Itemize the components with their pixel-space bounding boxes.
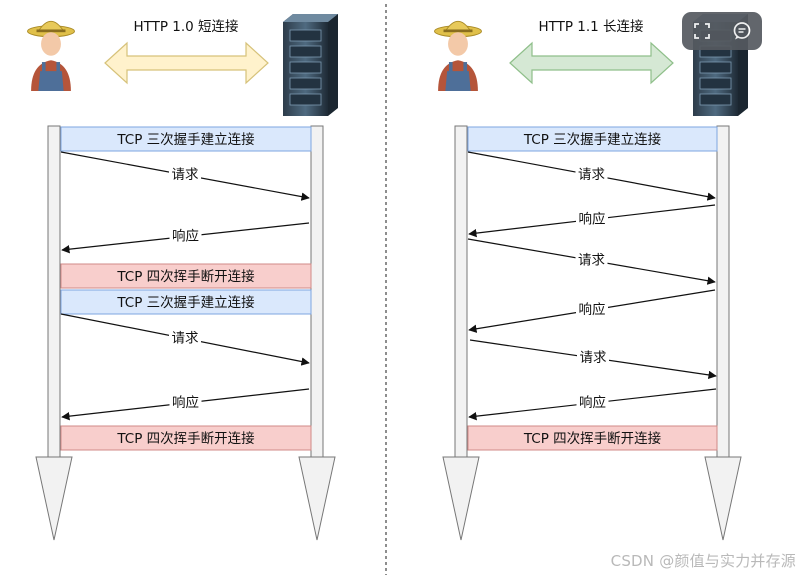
request-arrow-label: 请求 xyxy=(578,253,606,269)
diagram-title: HTTP 1.0 短连接 xyxy=(133,18,238,35)
image-toolbar xyxy=(682,12,762,50)
connection-arrow xyxy=(104,41,269,85)
server-lifeline-column xyxy=(716,125,730,459)
response-arrow-label-bg xyxy=(576,394,609,410)
request-arrow-label: 请求 xyxy=(172,331,199,347)
response-arrow-label: 响应 xyxy=(172,394,199,411)
connection-band-label: TCP 三次握手建立连接 xyxy=(116,294,254,311)
response-arrow-label: 响应 xyxy=(172,228,199,245)
connection-band xyxy=(467,425,718,451)
client-lifeline-column xyxy=(47,125,61,459)
connection-band xyxy=(60,289,312,315)
response-arrow-label: 响应 xyxy=(579,301,606,318)
request-arrow-label-bg xyxy=(575,166,608,182)
client-lifeline-column xyxy=(454,125,468,459)
request-arrow-label-bg xyxy=(169,166,201,182)
response-arrow-label-bg xyxy=(169,227,202,244)
fullscreen-icon[interactable] xyxy=(687,16,717,46)
connection-band-label: TCP 四次挥手断开连接 xyxy=(523,430,661,447)
response-arrow-label-bg xyxy=(576,301,608,317)
request-arrow-label: 请求 xyxy=(578,167,606,183)
connection-band xyxy=(60,126,312,152)
connection-arrow xyxy=(509,41,674,85)
connection-band-label: TCP 三次握手建立连接 xyxy=(116,131,254,148)
connection-band-label: TCP 三次握手建立连接 xyxy=(523,131,661,148)
connection-band-label: TCP 四次挥手断开连接 xyxy=(116,268,254,285)
client-lifeline-arrowhead xyxy=(442,456,480,541)
watermark: CSDN @颜值与实力并存源 xyxy=(610,552,796,570)
server-lifeline-arrowhead xyxy=(298,456,336,541)
connection-band xyxy=(467,126,718,152)
server-icon xyxy=(283,14,338,116)
diagram-title: HTTP 1.1 长连接 xyxy=(538,18,643,35)
request-arrow-label: 请求 xyxy=(580,350,608,366)
request-arrow-label-bg xyxy=(577,349,609,365)
request-arrow-label-bg xyxy=(575,251,608,268)
response-arrow-label-bg xyxy=(169,394,202,410)
server-lifeline-column xyxy=(310,125,324,459)
client-user-icon xyxy=(27,20,75,91)
request-arrow-label: 请求 xyxy=(172,167,199,183)
response-arrow-label: 响应 xyxy=(579,211,606,228)
left-panel: HTTP 1.0 短连接 TCP 三次握手建立连接 TCP 四次挥手断开连接 TCP … xyxy=(27,14,338,541)
comment-icon[interactable] xyxy=(727,16,757,46)
client-user-icon xyxy=(434,20,482,91)
connection-band-label: TCP 四次挥手断开连接 xyxy=(116,430,254,447)
client-lifeline-arrowhead xyxy=(35,456,73,541)
response-arrow-label: 响应 xyxy=(579,394,606,411)
connection-band xyxy=(60,263,312,289)
response-arrow-label-bg xyxy=(576,210,608,227)
connection-band xyxy=(60,425,312,451)
request-arrow-label-bg xyxy=(169,329,201,346)
server-lifeline-arrowhead xyxy=(704,456,742,541)
